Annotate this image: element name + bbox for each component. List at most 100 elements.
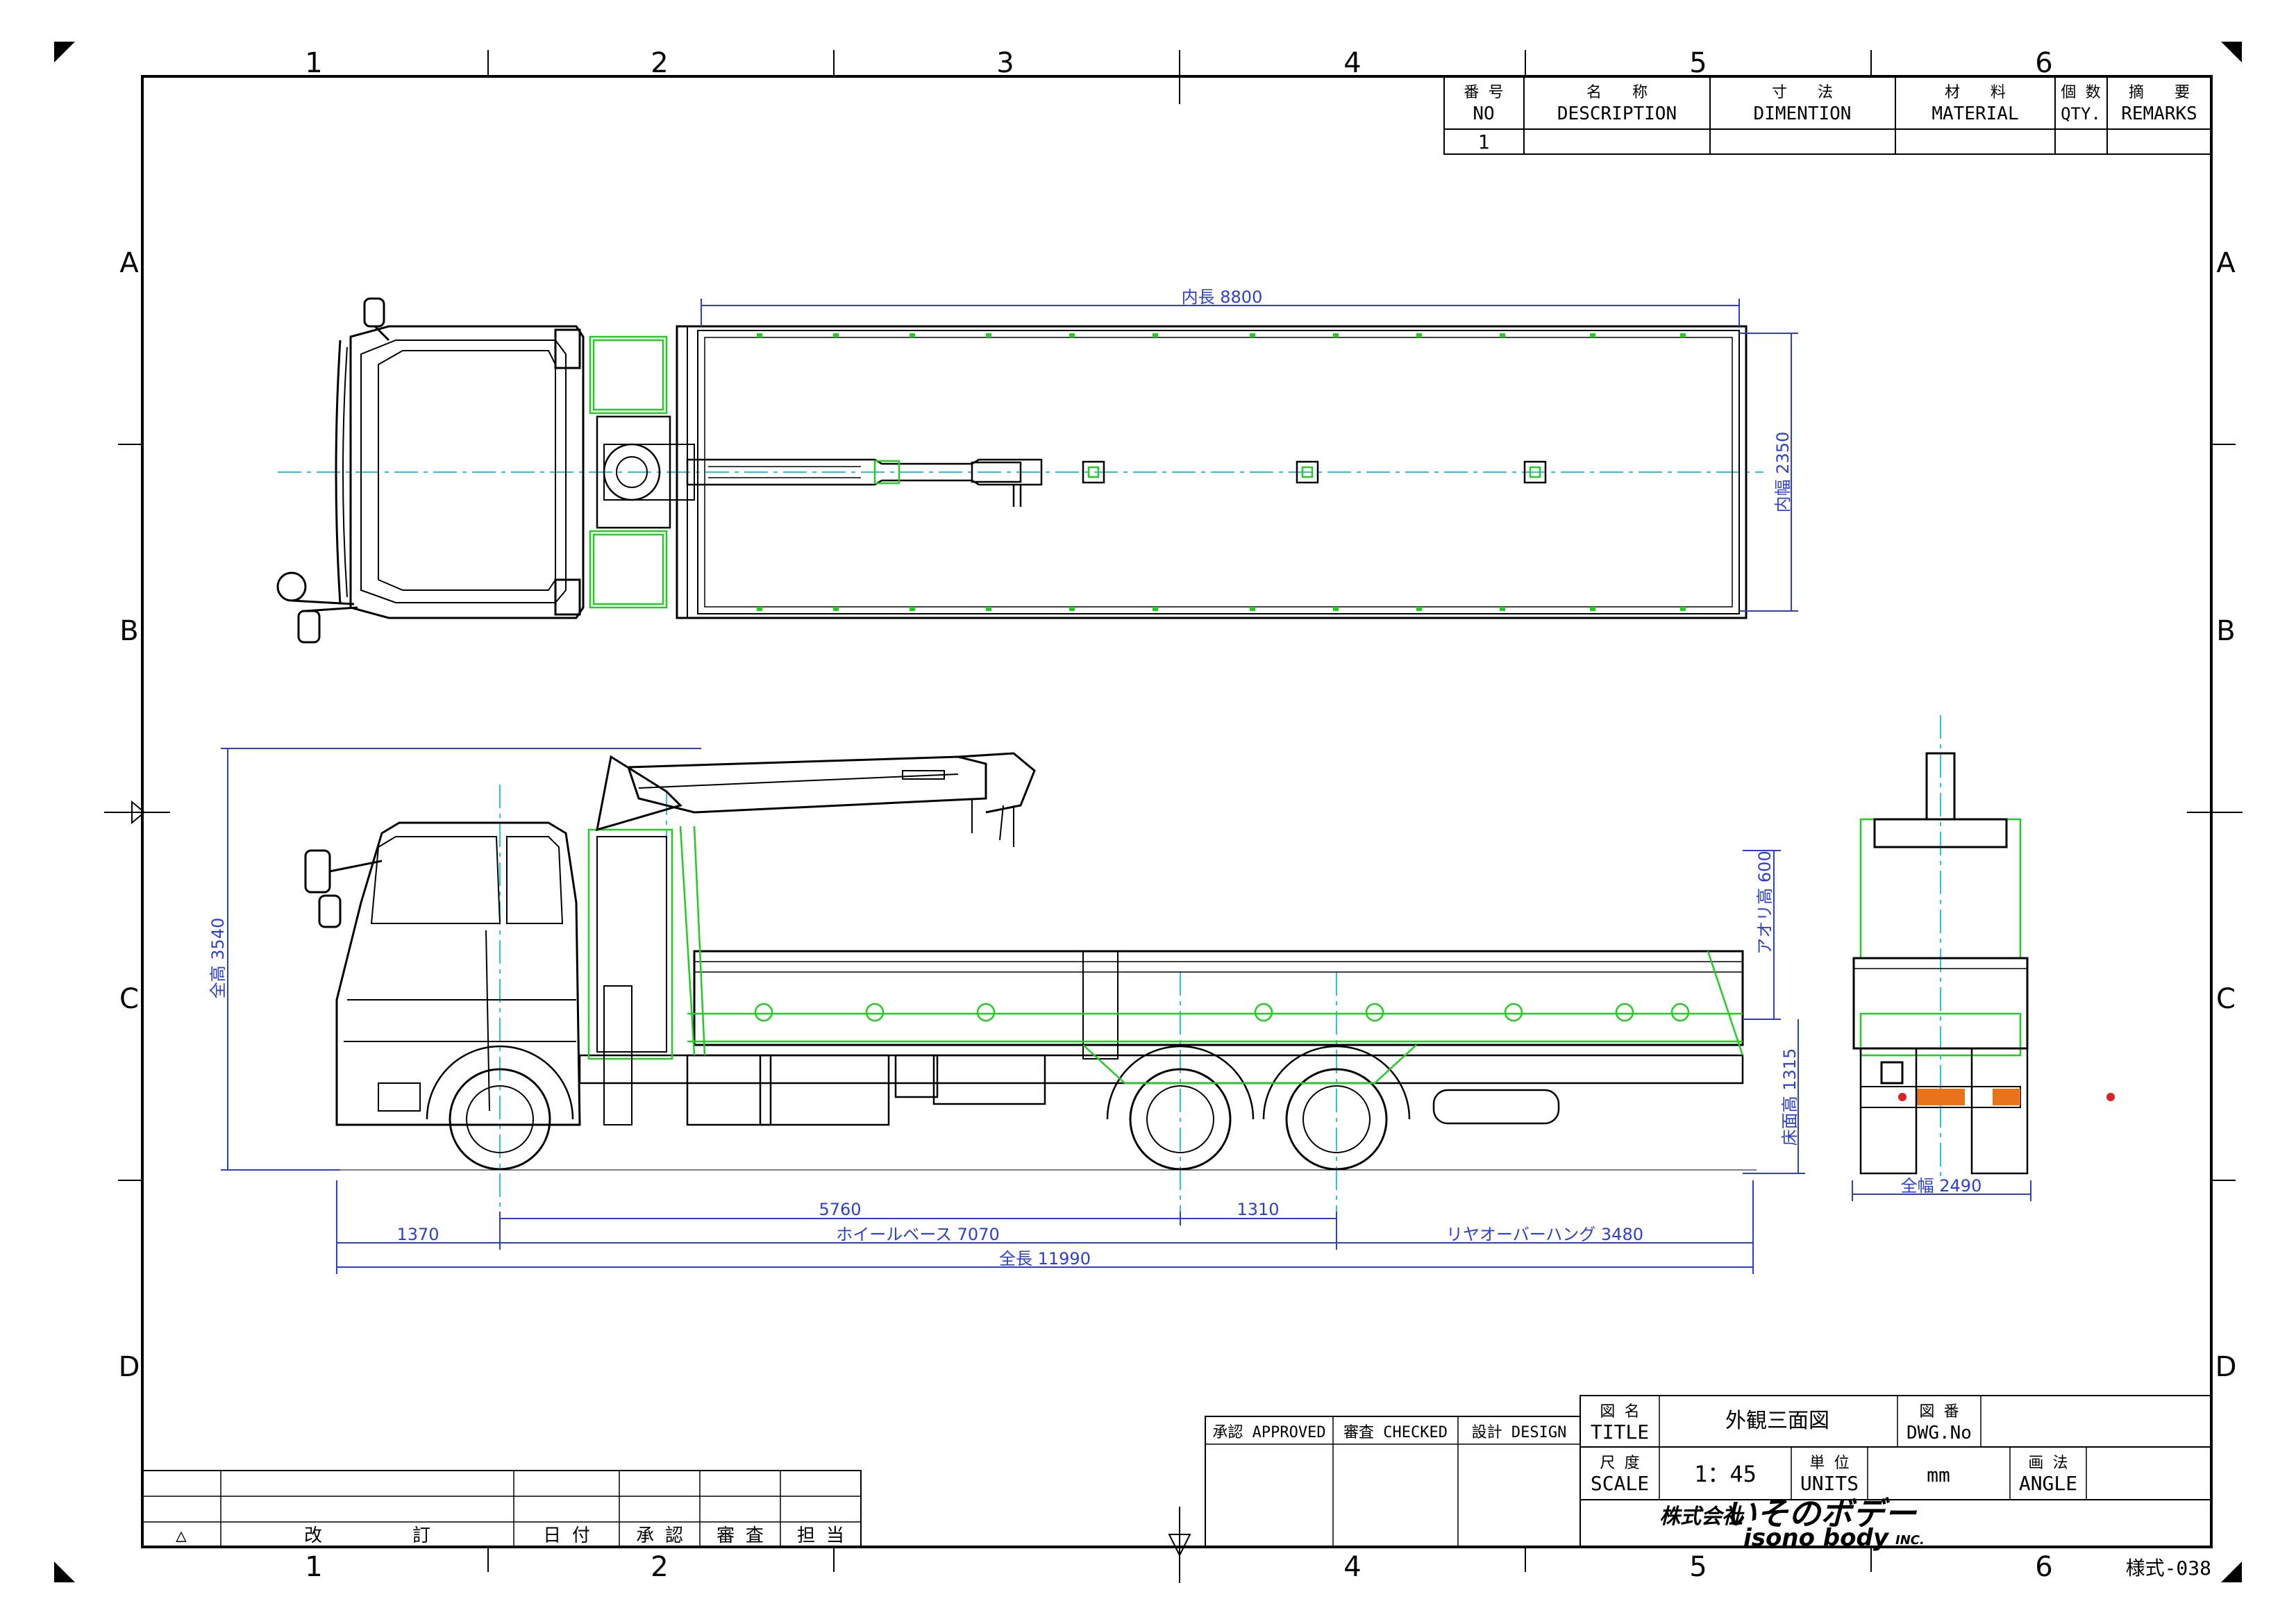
front-overhang-label: 1370	[396, 1225, 439, 1244]
grid-row-b: B	[119, 615, 138, 647]
grid-col-3: 3	[996, 47, 1014, 79]
angle-label-jp: 画 法	[2028, 1455, 2068, 1472]
parts-header-no-en: NO	[1473, 103, 1494, 124]
overall-height-label: 全高 3540	[208, 918, 228, 999]
scale-label-en: SCALE	[1591, 1472, 1649, 1495]
cab-top	[276, 297, 585, 644]
units-value: mm	[1927, 1464, 1950, 1487]
grid-row-a-right: A	[2216, 247, 2236, 279]
overall-width-dimension: 全幅 2490	[1852, 1176, 2031, 1201]
dim-1310-label: 1310	[1237, 1200, 1279, 1219]
grid-row-b-right: B	[2216, 615, 2235, 647]
approved-label: 承認 APPROVED	[1212, 1424, 1325, 1441]
grid-col-1: 1	[305, 47, 322, 79]
parts-header-qty-en: QTY.	[2061, 104, 2101, 124]
parts-table: 番 号 NO 名 称 DESCRIPTION 寸 法 DIMENTION 材 料…	[1443, 76, 2212, 155]
grid-row-d-right: D	[2215, 1351, 2237, 1383]
dwg-label-en: DWG.No	[1907, 1423, 1972, 1443]
crane-side	[587, 752, 1036, 1125]
grid-row-c: C	[119, 983, 139, 1015]
rear-view: 全幅 2490	[1852, 715, 2115, 1201]
overall-length-label: 全長 11990	[999, 1249, 1091, 1269]
revision-header-revision: 改 訂	[304, 1525, 430, 1546]
inner-length-dimension: 内長 8800	[701, 287, 1740, 326]
checked-label: 審査 CHECKED	[1343, 1424, 1448, 1441]
parts-header-rem-jp: 摘 要	[2129, 84, 2190, 101]
scale-value: 1：45	[1694, 1461, 1757, 1487]
chassis	[578, 1054, 1744, 1126]
scale-label-jp: 尺 度	[1600, 1455, 1639, 1472]
grid-row-d: D	[119, 1351, 140, 1383]
inner-width-label: 内幅 2350	[1773, 432, 1793, 513]
grid-row-c-right: C	[2216, 983, 2236, 1015]
units-label-en: UNITS	[1800, 1472, 1859, 1495]
grid-col-5: 5	[1689, 47, 1707, 79]
company-prefix: 株式会社	[1659, 1505, 1745, 1529]
form-number: 様式-038	[2126, 1557, 2211, 1580]
rear-overhang-label: リヤオーバーハング 3480	[1446, 1225, 1643, 1244]
parts-header-mat-jp: 材 料	[1945, 84, 2006, 101]
grid-col-5-bottom: 5	[1689, 1551, 1707, 1583]
wheels	[426, 1045, 1560, 1171]
grid-column-labels-top: 1 2 3 4 5 6	[305, 47, 2052, 79]
gate-height-dimension: アオリ高 600	[1743, 850, 1781, 1020]
crane-base-top	[589, 335, 695, 609]
grid-col-2: 2	[651, 47, 668, 79]
sheet-frame	[141, 75, 2213, 1548]
angle-label-en: ANGLE	[2019, 1472, 2077, 1495]
grid-col-2-bottom: 2	[651, 1551, 668, 1583]
dim-5760-label: 5760	[819, 1200, 861, 1219]
overall-height-dimension: 全高 3540	[208, 748, 701, 1171]
grid-col-1-bottom: 1	[305, 1551, 322, 1583]
side-view: 全高 3540 アオリ高 600 床面高 1315 5760 1310 1370…	[208, 748, 1805, 1274]
boom-top	[686, 458, 1043, 507]
parts-header-rem-en: REMARKS	[2121, 103, 2197, 124]
floor-height-label: 床面高 1315	[1780, 1048, 1800, 1146]
units-label-jp: 単 位	[1809, 1455, 1849, 1472]
drawing-title: 外観三面図	[1725, 1409, 1829, 1433]
dwg-label-jp: 図 番	[1919, 1403, 1959, 1421]
revision-header-mark: △	[176, 1525, 187, 1546]
grid-col-4: 4	[1343, 47, 1361, 79]
grid-col-4-bottom: 4	[1343, 1551, 1361, 1583]
grid-ticks	[104, 50, 2243, 1583]
floor-height-dimension: 床面高 1315	[1743, 1019, 1805, 1174]
revision-header-date: 日 付	[543, 1525, 590, 1546]
parts-header-mat-en: MATERIAL	[1932, 103, 2018, 124]
parts-header-qty-jp: 個 数	[2061, 84, 2100, 101]
parts-header-dim-jp: 寸 法	[1772, 84, 1833, 101]
revision-header-check: 審 査	[717, 1525, 764, 1546]
length-dimensions: 5760 1310 1370 ホイールベース 7070 リヤオーバーハング 34…	[336, 1180, 1754, 1274]
company-suffix: INC.	[1895, 1533, 1925, 1548]
deck-top	[676, 325, 1748, 619]
wheelbase-label: ホイールベース 7070	[836, 1225, 1000, 1244]
revision-table: △ 改 訂 日 付 承 認 審 査 担 当	[142, 1470, 862, 1548]
gate-height-label: アオリ高 600	[1755, 851, 1775, 954]
grid-row-labels: A B C D A B C D	[119, 247, 2237, 1383]
design-label: 設計 DESIGN	[1472, 1424, 1567, 1441]
cab-side	[304, 821, 581, 1126]
approval-boxes: 承認 APPROVED 審査 CHECKED 設計 DESIGN	[1205, 1416, 1581, 1548]
company-name-en: isono body	[1743, 1524, 1890, 1552]
revision-header-approve: 承 認	[636, 1525, 683, 1546]
revision-header-charge: 担 当	[797, 1525, 844, 1546]
parts-header-no-jp: 番 号	[1464, 84, 1503, 101]
inner-width-dimension: 内幅 2350	[1739, 333, 1798, 612]
inner-length-label: 内長 8800	[1182, 287, 1263, 307]
overall-width-label: 全幅 2490	[1901, 1176, 1982, 1196]
grid-col-6-bottom: 6	[2035, 1551, 2052, 1583]
corner-marks	[54, 42, 2242, 1582]
parts-header-desc-jp: 名 称	[1586, 84, 1648, 101]
deck-side	[679, 826, 1744, 1085]
grid-row-a: A	[119, 247, 139, 279]
company-name-jp: いそのボデー	[1725, 1495, 1918, 1532]
parts-header-desc-en: DESCRIPTION	[1557, 103, 1677, 124]
parts-header-dim-en: DIMENTION	[1754, 103, 1852, 124]
title-block: 図 名 TITLE 外観三面図 図 番 DWG.No 尺 度 SCALE 1：4…	[1579, 1395, 2212, 1552]
title-label-jp: 図 名	[1600, 1403, 1639, 1421]
title-label-en: TITLE	[1591, 1421, 1649, 1443]
grid-col-6: 6	[2035, 47, 2052, 79]
top-view: 内長 8800 内幅 2350	[276, 287, 1798, 644]
parts-row-1-no: 1	[1478, 131, 1490, 153]
